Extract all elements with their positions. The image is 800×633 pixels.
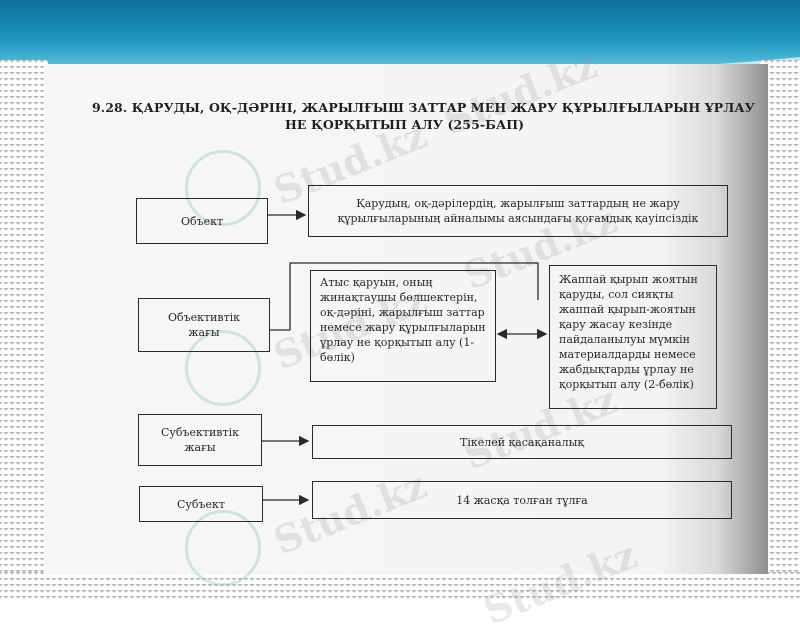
object-text: Қарудың, оқ-дәрілердің, жарылғыш заттард…: [337, 197, 699, 225]
connector-arrows: [262, 209, 548, 506]
object-label: Объект: [180, 214, 224, 228]
subjective-label-box: Субъективтік жағы: [138, 414, 262, 466]
subject-text: 14 жасқа толған тұлға: [456, 493, 588, 507]
subjective-label: Субъективтік жағы: [161, 426, 239, 454]
zigzag-pattern-left: [0, 60, 48, 600]
objective-label-box: Объективтік жағы: [138, 298, 270, 352]
objective-label: Объективтік жағы: [167, 311, 241, 339]
objective-part2-text: Жаппай қырып жоятын қаруды, сол сияқты ж…: [559, 273, 698, 391]
objective-part1-box: Атыс қаруын, оның жинақтаушы бөлшектерін…: [310, 270, 496, 382]
subject-label: Субъект: [177, 497, 225, 511]
subjective-content-box: Тікелей қасақаналық: [312, 425, 732, 459]
scanned-document: [44, 64, 768, 574]
subject-label-box: Субъект: [139, 486, 263, 522]
title-line-1: 9.28. ҚАРУДЫ, ОҚ-ДӘРІНІ, ЖАРЫЛҒЫШ ЗАТТАР…: [92, 100, 755, 115]
objective-part2-box: Жаппай қырып жоятын қаруды, сол сияқты ж…: [549, 265, 717, 409]
title-line-2: НЕ ҚОРҚЫТЫП АЛУ (255-БАП): [285, 117, 525, 132]
subject-content-box: 14 жасқа толған тұлға: [312, 481, 732, 519]
diagram-title: 9.28. ҚАРУДЫ, ОҚ-ДӘРІНІ, ЖАРЫЛҒЫШ ЗАТТАР…: [92, 99, 764, 133]
object-content-box: Қарудың, оқ-дәрілердің, жарылғыш заттард…: [308, 185, 728, 237]
object-label-box: Объект: [136, 198, 268, 244]
bracket-objective: [289, 262, 539, 330]
objective-part1-text: Атыс қаруын, оның жинақтаушы бөлшектерін…: [320, 276, 486, 364]
subjective-text: Тікелей қасақаналық: [459, 435, 585, 449]
zigzag-pattern-bottom: [0, 572, 800, 600]
